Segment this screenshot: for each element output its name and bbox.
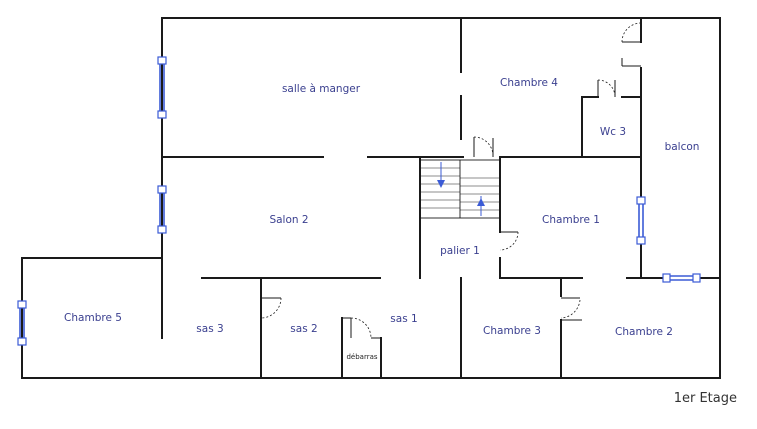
room-label-sas-1: sas 1 bbox=[390, 313, 417, 325]
room-label-balcon: balcon bbox=[665, 141, 700, 153]
room-label-debarras: débarras bbox=[346, 353, 377, 361]
room-label-chambre-5: Chambre 5 bbox=[64, 312, 122, 324]
room-label-chambre-1: Chambre 1 bbox=[542, 214, 600, 226]
windows bbox=[17, 56, 701, 346]
room-label-sas-2: sas 2 bbox=[290, 323, 317, 335]
room-label-salle-a-manger: salle à manger bbox=[282, 83, 361, 95]
room-label-sas-3: sas 3 bbox=[196, 323, 223, 335]
room-label-chambre-4: Chambre 4 bbox=[500, 77, 558, 89]
interior-walls bbox=[161, 17, 721, 379]
outer-walls bbox=[21, 17, 721, 379]
floor-caption: 1er Etage bbox=[674, 391, 737, 406]
doors bbox=[260, 22, 642, 339]
staircase bbox=[419, 159, 501, 219]
room-label-wc-3: Wc 3 bbox=[600, 126, 626, 138]
room-labels: salle à manger Chambre 4 Wc 3 balcon Sal… bbox=[64, 77, 699, 361]
room-label-salon-2: Salon 2 bbox=[269, 214, 308, 226]
room-label-palier-1: palier 1 bbox=[440, 245, 480, 257]
room-label-chambre-2: Chambre 2 bbox=[615, 326, 673, 338]
stair-arrow-up-icon bbox=[477, 198, 485, 206]
room-label-chambre-3: Chambre 3 bbox=[483, 325, 541, 337]
stair-arrow-down-icon bbox=[437, 180, 445, 188]
